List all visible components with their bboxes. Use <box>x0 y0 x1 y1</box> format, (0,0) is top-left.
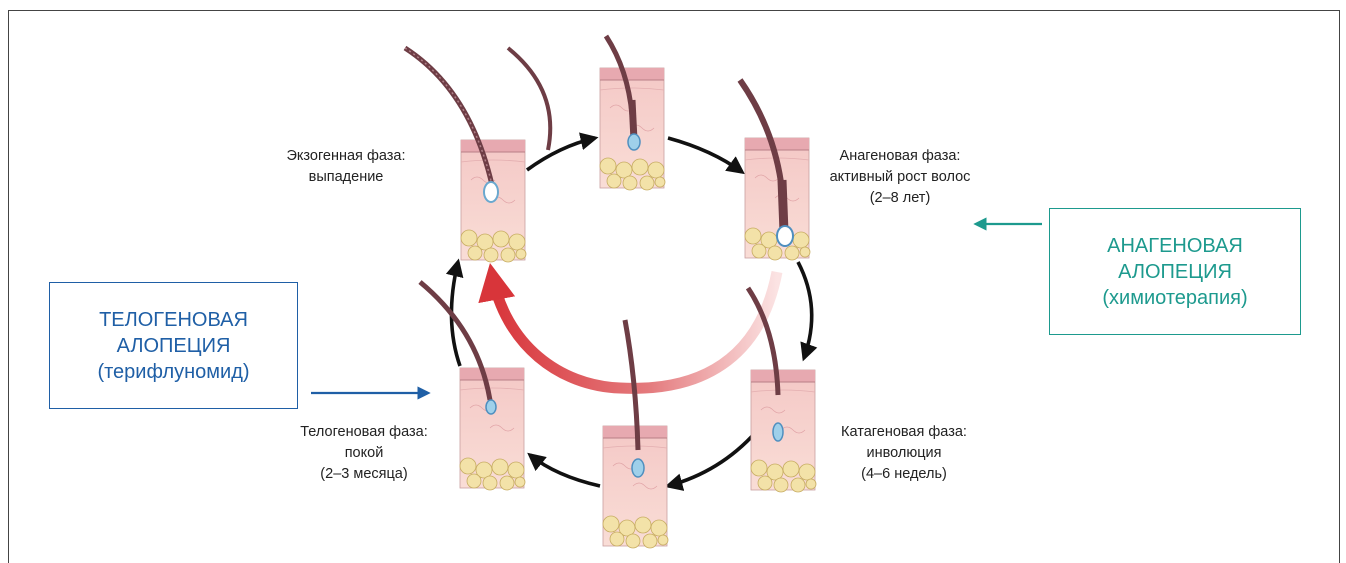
follicle-bottom <box>603 320 668 548</box>
label-telogen-duration: (2–3 месяца) <box>276 464 452 485</box>
cycle-arrow-anagen-to-catagen <box>798 262 812 358</box>
follicle-top <box>600 36 665 190</box>
telogen-alopecia-box: ТЕЛОГЕНОВАЯ АЛОПЕЦИЯ (терифлуномид) <box>49 282 298 409</box>
anagen-alopecia-cause: (химиотерапия) <box>1102 285 1247 311</box>
label-anagen-title: Анагеновая фаза: <box>815 146 985 167</box>
cycle-arrow-bottom-to-telogen <box>530 455 600 486</box>
follicle-anagen <box>740 80 810 260</box>
label-telogen-phase: Телогеновая фаза: покой (2–3 месяца) <box>276 422 452 485</box>
cycle-arrow-top-to-anagen <box>668 138 742 172</box>
label-telogen-desc: покой <box>276 443 452 464</box>
telogen-alopecia-subtitle: АЛОПЕЦИЯ <box>117 333 231 359</box>
cycle-arrow-catagen-to-bottom <box>668 432 756 486</box>
label-exogen-desc: выпадение <box>268 167 424 188</box>
follicle-exogen <box>405 48 550 262</box>
anagen-alopecia-title: АНАГЕНОВАЯ <box>1107 233 1243 259</box>
label-catagen-desc: инволюция <box>814 443 994 464</box>
label-anagen-desc: активный рост волос <box>815 167 985 188</box>
anagen-alopecia-box: АНАГЕНОВАЯ АЛОПЕЦИЯ (химиотерапия) <box>1049 208 1301 335</box>
label-anagen-duration: (2–8 лет) <box>815 188 985 209</box>
label-exogen-title: Экзогенная фаза: <box>268 146 424 167</box>
label-exogen-phase: Экзогенная фаза: выпадение <box>268 146 424 188</box>
telogen-alopecia-cause: (терифлуномид) <box>97 359 249 385</box>
telogen-alopecia-title: ТЕЛОГЕНОВАЯ <box>99 307 248 333</box>
label-anagen-phase: Анагеновая фаза: активный рост волос (2–… <box>815 146 985 209</box>
label-catagen-title: Катагеновая фаза: <box>814 422 994 443</box>
label-telogen-title: Телогеновая фаза: <box>276 422 452 443</box>
anagen-alopecia-subtitle: АЛОПЕЦИЯ <box>1118 259 1232 285</box>
cycle-arrow-exogen-to-anagen <box>527 138 595 170</box>
label-catagen-duration: (4–6 недель) <box>814 464 994 485</box>
label-catagen-phase: Катагеновая фаза: инволюция (4–6 недель) <box>814 422 994 485</box>
